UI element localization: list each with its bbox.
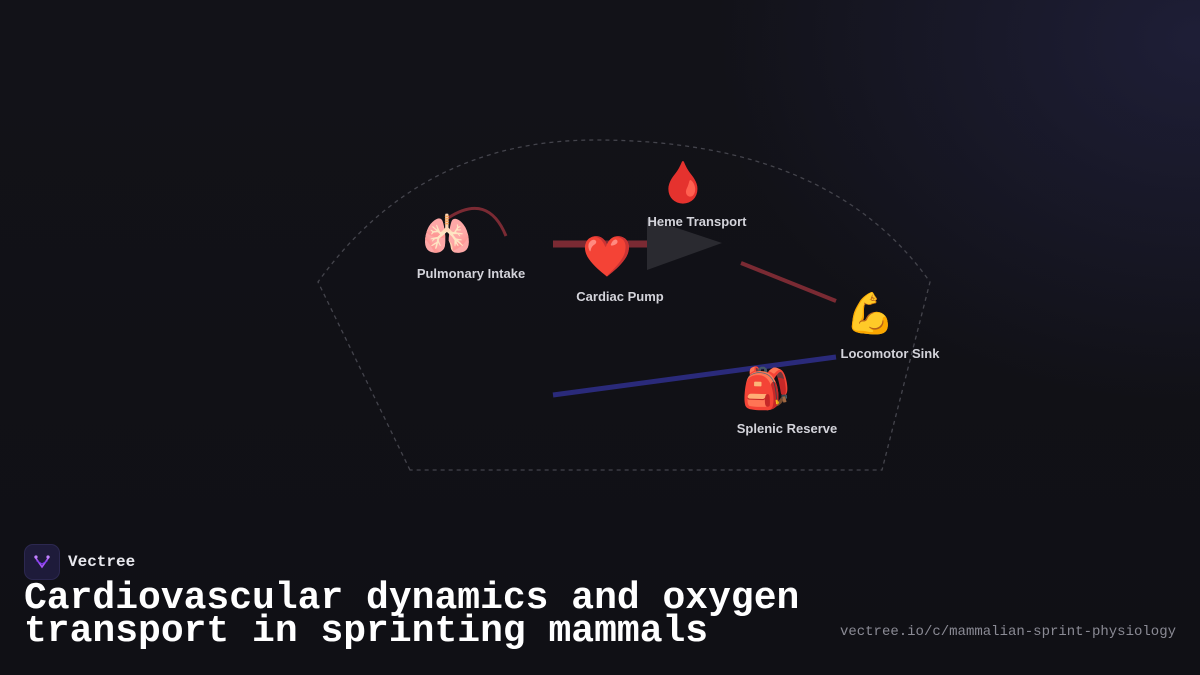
node-splenic-reserve: 🎒 Splenic Reserve [737, 365, 837, 436]
node-pulmonary-intake: 🫁 Pulmonary Intake [417, 212, 525, 281]
backpack-icon: 🎒 [741, 365, 791, 412]
lungs-icon: 🫁 [422, 212, 472, 258]
diagram-boundary [317, 139, 931, 471]
node-heme-transport: 🩸 Heme Transport [648, 159, 748, 229]
brand-name: Vectree [68, 553, 136, 571]
source-url: vectree.io/c/mammalian-sprint-physiology [839, 624, 1176, 640]
node-label-pulmonary: Pulmonary Intake [417, 266, 525, 281]
brand: Vectree [24, 544, 135, 580]
node-cardiac-pump: ❤️ Cardiac Pump [576, 234, 663, 304]
blood-drop-icon: 🩸 [658, 159, 708, 206]
page-title: Cardiovascular dynamics and oxygen trans… [24, 577, 800, 653]
circulation-diagram: 🫁 Pulmonary Intake ❤️ Cardiac Pump 🩸 Hem… [317, 139, 941, 471]
flow-link-locomotor-to-return [552, 354, 837, 398]
flow-arrowhead [647, 218, 722, 270]
vectree-logo-icon [24, 544, 60, 580]
node-label-cardiac: Cardiac Pump [576, 289, 663, 304]
node-label-splenic: Splenic Reserve [737, 421, 837, 436]
node-locomotor-sink: 💪 Locomotor Sink [841, 290, 941, 361]
heart-icon: ❤️ [582, 234, 632, 280]
node-label-heme: Heme Transport [648, 214, 748, 229]
node-label-locomotor: Locomotor Sink [841, 346, 941, 361]
flow-link-pulmonary-loop [447, 206, 508, 237]
flexed-biceps-icon: 💪 [845, 290, 895, 337]
flow-link-heme-to-locomotor [740, 261, 837, 303]
